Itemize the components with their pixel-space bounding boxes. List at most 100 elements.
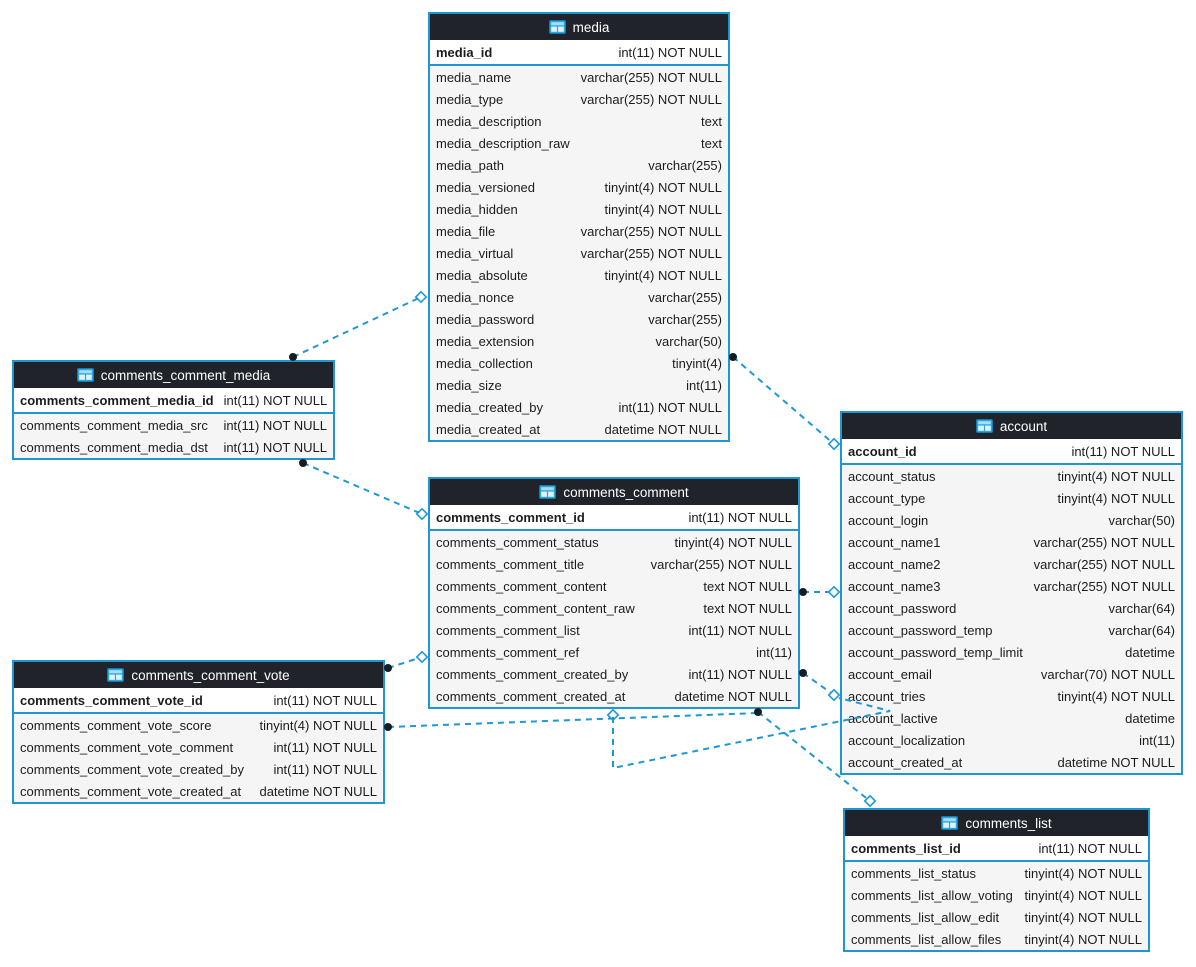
table-comments_comment_vote[interactable]: comments_comment_vote comments_comment_v… [12, 660, 385, 804]
field-row[interactable]: comments_list_allow_edit tinyint(4) NOT … [845, 906, 1148, 928]
field-name: account_id [848, 443, 917, 459]
table-header[interactable]: comments_comment [430, 479, 798, 505]
field-row[interactable]: media_created_by int(11) NOT NULL [430, 396, 728, 418]
field-row[interactable]: comments_list_status tinyint(4) NOT NULL [845, 862, 1148, 884]
field-name: comments_comment_vote_created_at [20, 783, 242, 799]
field-name: media_nonce [436, 289, 515, 305]
field-row[interactable]: account_type tinyint(4) NOT NULL [842, 487, 1181, 509]
field-type: datetime NOT NULL [674, 688, 792, 704]
field-row[interactable]: account_name2 varchar(255) NOT NULL [842, 553, 1181, 575]
field-row[interactable]: comments_comment_content_raw text NOT NU… [430, 597, 798, 619]
field-row[interactable]: media_collection tinyint(4) [430, 352, 728, 374]
table-header[interactable]: comments_comment_media [14, 362, 333, 388]
field-row[interactable]: media_file varchar(255) NOT NULL [430, 220, 728, 242]
field-row[interactable]: account_status tinyint(4) NOT NULL [842, 465, 1181, 487]
field-row[interactable]: comments_comment_created_by int(11) NOT … [430, 663, 798, 685]
field-rows: account_status tinyint(4) NOT NULL accou… [842, 465, 1181, 773]
field-row[interactable]: comments_comment_vote_score tinyint(4) N… [14, 714, 383, 736]
field-row[interactable]: media_created_at datetime NOT NULL [430, 418, 728, 440]
field-row[interactable]: media_extension varchar(50) [430, 330, 728, 352]
table-icon [941, 816, 959, 830]
field-name: media_file [436, 223, 496, 239]
primary-key-row[interactable]: account_id int(11) NOT NULL [842, 439, 1181, 465]
field-row[interactable]: comments_comment_media_src int(11) NOT N… [14, 414, 333, 436]
field-row[interactable]: account_localization int(11) [842, 729, 1181, 751]
primary-key-row[interactable]: comments_comment_id int(11) NOT NULL [430, 505, 798, 531]
field-name: comments_list_id [851, 840, 961, 856]
field-name: comments_comment_vote_created_by [20, 761, 245, 777]
field-row[interactable]: media_name varchar(255) NOT NULL [430, 66, 728, 88]
field-name: comments_comment_vote_comment [20, 739, 234, 755]
field-name: media_created_at [436, 421, 541, 437]
field-row[interactable]: media_virtual varchar(255) NOT NULL [430, 242, 728, 264]
field-row[interactable]: account_password_temp_limit datetime [842, 641, 1181, 663]
field-row[interactable]: media_password varchar(255) [430, 308, 728, 330]
field-row[interactable]: comments_comment_vote_created_by int(11)… [14, 758, 383, 780]
field-row[interactable]: media_size int(11) [430, 374, 728, 396]
table-name: comments_comment_media [100, 367, 271, 383]
field-row[interactable]: comments_list_allow_files tinyint(4) NOT… [845, 928, 1148, 950]
field-row[interactable]: account_email varchar(70) NOT NULL [842, 663, 1181, 685]
table-header[interactable]: account [842, 413, 1181, 439]
field-row[interactable]: media_absolute tinyint(4) NOT NULL [430, 264, 728, 286]
field-name: comments_list_allow_files [851, 931, 1002, 947]
field-row[interactable]: account_name1 varchar(255) NOT NULL [842, 531, 1181, 553]
field-row[interactable]: media_nonce varchar(255) [430, 286, 728, 308]
field-row[interactable]: media_hidden tinyint(4) NOT NULL [430, 198, 728, 220]
field-row[interactable]: comments_comment_media_dst int(11) NOT N… [14, 436, 333, 458]
field-row[interactable]: comments_comment_vote_created_at datetim… [14, 780, 383, 802]
table-icon [107, 668, 125, 682]
field-name: comments_comment_created_at [436, 688, 626, 704]
field-row[interactable]: account_created_at datetime NOT NULL [842, 751, 1181, 773]
field-row[interactable]: account_tries tinyint(4) NOT NULL [842, 685, 1181, 707]
field-name: comments_comment_media_id [20, 392, 214, 408]
table-comments_list[interactable]: comments_list comments_list_id int(11) N… [843, 808, 1150, 952]
field-row[interactable]: media_description_raw text [430, 132, 728, 154]
field-type: int(11) [686, 377, 722, 393]
field-row[interactable]: account_password_temp varchar(64) [842, 619, 1181, 641]
field-type: varchar(255) [648, 157, 722, 173]
field-type: varchar(255) NOT NULL [580, 91, 722, 107]
field-row[interactable]: media_description text [430, 110, 728, 132]
field-name: media_type [436, 91, 504, 107]
field-name: account_type [848, 490, 926, 506]
field-row[interactable]: comments_comment_status tinyint(4) NOT N… [430, 531, 798, 553]
field-row[interactable]: account_name3 varchar(255) NOT NULL [842, 575, 1181, 597]
field-row[interactable]: comments_comment_vote_comment int(11) NO… [14, 736, 383, 758]
table-account[interactable]: account account_id int(11) NOT NULL acco… [840, 411, 1183, 775]
relation-circle-marker [754, 708, 762, 716]
field-name: account_password_temp_limit [848, 644, 1023, 660]
field-name: comments_comment_media_dst [20, 439, 208, 455]
table-header[interactable]: comments_list [845, 810, 1148, 836]
field-row[interactable]: media_type varchar(255) NOT NULL [430, 88, 728, 110]
field-row[interactable]: comments_comment_list int(11) NOT NULL [430, 619, 798, 641]
field-row[interactable]: comments_comment_ref int(11) [430, 641, 798, 663]
table-comments_comment_media[interactable]: comments_comment_media comments_comment_… [12, 360, 335, 460]
field-row[interactable]: account_password varchar(64) [842, 597, 1181, 619]
field-row[interactable]: media_versioned tinyint(4) NOT NULL [430, 176, 728, 198]
field-name: media_name [436, 69, 512, 85]
field-row[interactable]: comments_list_allow_voting tinyint(4) NO… [845, 884, 1148, 906]
primary-key-row[interactable]: comments_list_id int(11) NOT NULL [845, 836, 1148, 862]
field-row[interactable]: account_login varchar(50) [842, 509, 1181, 531]
field-type: varchar(64) [1108, 622, 1175, 638]
field-type: text NOT NULL [703, 600, 792, 616]
primary-key-row[interactable]: media_id int(11) NOT NULL [430, 40, 728, 66]
primary-key-row[interactable]: comments_comment_vote_id int(11) NOT NUL… [14, 688, 383, 714]
table-media[interactable]: media media_id int(11) NOT NULL media_na… [428, 12, 730, 442]
table-name: account [999, 418, 1048, 434]
field-row[interactable]: account_lactive datetime [842, 707, 1181, 729]
field-name: account_password [848, 600, 957, 616]
table-name: comments_list [965, 815, 1052, 831]
field-row[interactable]: comments_comment_content text NOT NULL [430, 575, 798, 597]
primary-key-row[interactable]: comments_comment_media_id int(11) NOT NU… [14, 388, 333, 414]
table-header[interactable]: comments_comment_vote [14, 662, 383, 688]
relation-circle-marker [729, 353, 737, 361]
field-name: media_virtual [436, 245, 514, 261]
table-header[interactable]: media [430, 14, 728, 40]
table-comments_comment[interactable]: comments_comment comments_comment_id int… [428, 477, 800, 709]
field-row[interactable]: comments_comment_title varchar(255) NOT … [430, 553, 798, 575]
field-row[interactable]: comments_comment_created_at datetime NOT… [430, 685, 798, 707]
field-name: comments_comment_id [436, 509, 585, 525]
field-row[interactable]: media_path varchar(255) [430, 154, 728, 176]
